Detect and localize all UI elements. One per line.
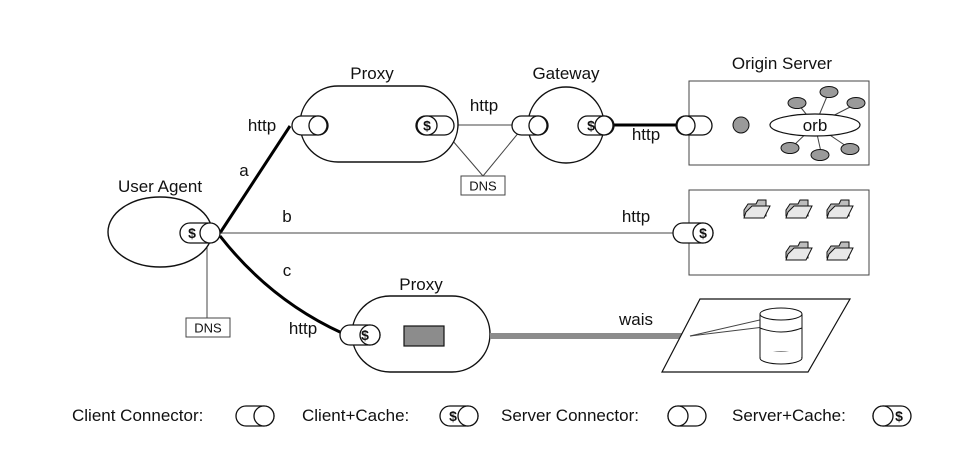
orb-label: orb [803, 116, 828, 135]
orb-shape [769, 113, 861, 137]
proxy-top-client-connector-end [308, 115, 328, 136]
edge-c-label: c [283, 261, 292, 280]
origin-component-dot [732, 116, 750, 134]
legend: Client Connector: Client+Cache: $ Server… [72, 405, 912, 427]
proxy-top-label: Proxy [350, 64, 394, 83]
origin-server-label: Origin Server [732, 54, 832, 73]
object-icon [787, 97, 807, 109]
svg-text:$: $ [449, 408, 457, 424]
user-agent-dollar: $ [188, 225, 196, 241]
file-server-dollar: $ [699, 225, 707, 241]
legend-client-connector-label: Client Connector: [72, 406, 203, 425]
legend-client-cache-label: Client+Cache: [302, 406, 409, 425]
legend-client-connector-symbol [235, 405, 275, 427]
wais-server-plane [661, 298, 852, 373]
gateway-server-cache-end [594, 115, 614, 136]
http-proxy-gateway-label: http [470, 96, 498, 115]
legend-server-connector-label: Server Connector: [501, 406, 639, 425]
proxy-bottom-gray-connector [403, 325, 445, 347]
proxy-bottom-label: Proxy [399, 275, 443, 294]
object-icon [840, 143, 860, 155]
dns-left-label: DNS [194, 321, 222, 336]
proxy-bottom-dollar: $ [361, 327, 369, 343]
edge-a-line [218, 125, 292, 234]
http-a-label: http [248, 116, 276, 135]
object-icon [846, 97, 866, 109]
file-server-cache-end [692, 222, 714, 244]
user-agent-client-cache-end [199, 222, 221, 244]
proxy-top-client-cache-end [416, 115, 438, 136]
wais-label: wais [618, 310, 653, 329]
object-icon [780, 142, 800, 154]
proxy-bottom-client-cache-end [359, 324, 381, 346]
legend-server-cache-symbol: $ [872, 405, 912, 427]
legend-server-cache-label: Server+Cache: [732, 406, 846, 425]
origin-server-connector-end [676, 115, 696, 136]
dns-left-box [185, 317, 231, 338]
proxy-top-dollar: $ [423, 118, 431, 134]
dns-top-label: DNS [469, 179, 497, 194]
gateway-client-connector-end [528, 115, 548, 136]
database-icon [759, 307, 803, 365]
edge-b-label: b [282, 207, 291, 226]
dns-top-line-right [482, 130, 521, 177]
edge-c-line [218, 235, 343, 335]
legend-server-connector-symbol [667, 405, 707, 427]
svg-text:$: $ [895, 408, 903, 424]
legend-client-cache-symbol: $ [439, 405, 479, 427]
edge-a-label: a [239, 161, 249, 180]
gateway-dollar: $ [587, 118, 595, 134]
dns-top-box [460, 175, 506, 196]
http-b-label: http [622, 207, 650, 226]
gateway-label: Gateway [532, 64, 600, 83]
object-icon [810, 149, 830, 161]
http-gateway-origin-label: http [632, 125, 660, 144]
user-agent-label: User Agent [118, 177, 202, 196]
http-c-label: http [289, 319, 317, 338]
object-icon [819, 86, 839, 98]
